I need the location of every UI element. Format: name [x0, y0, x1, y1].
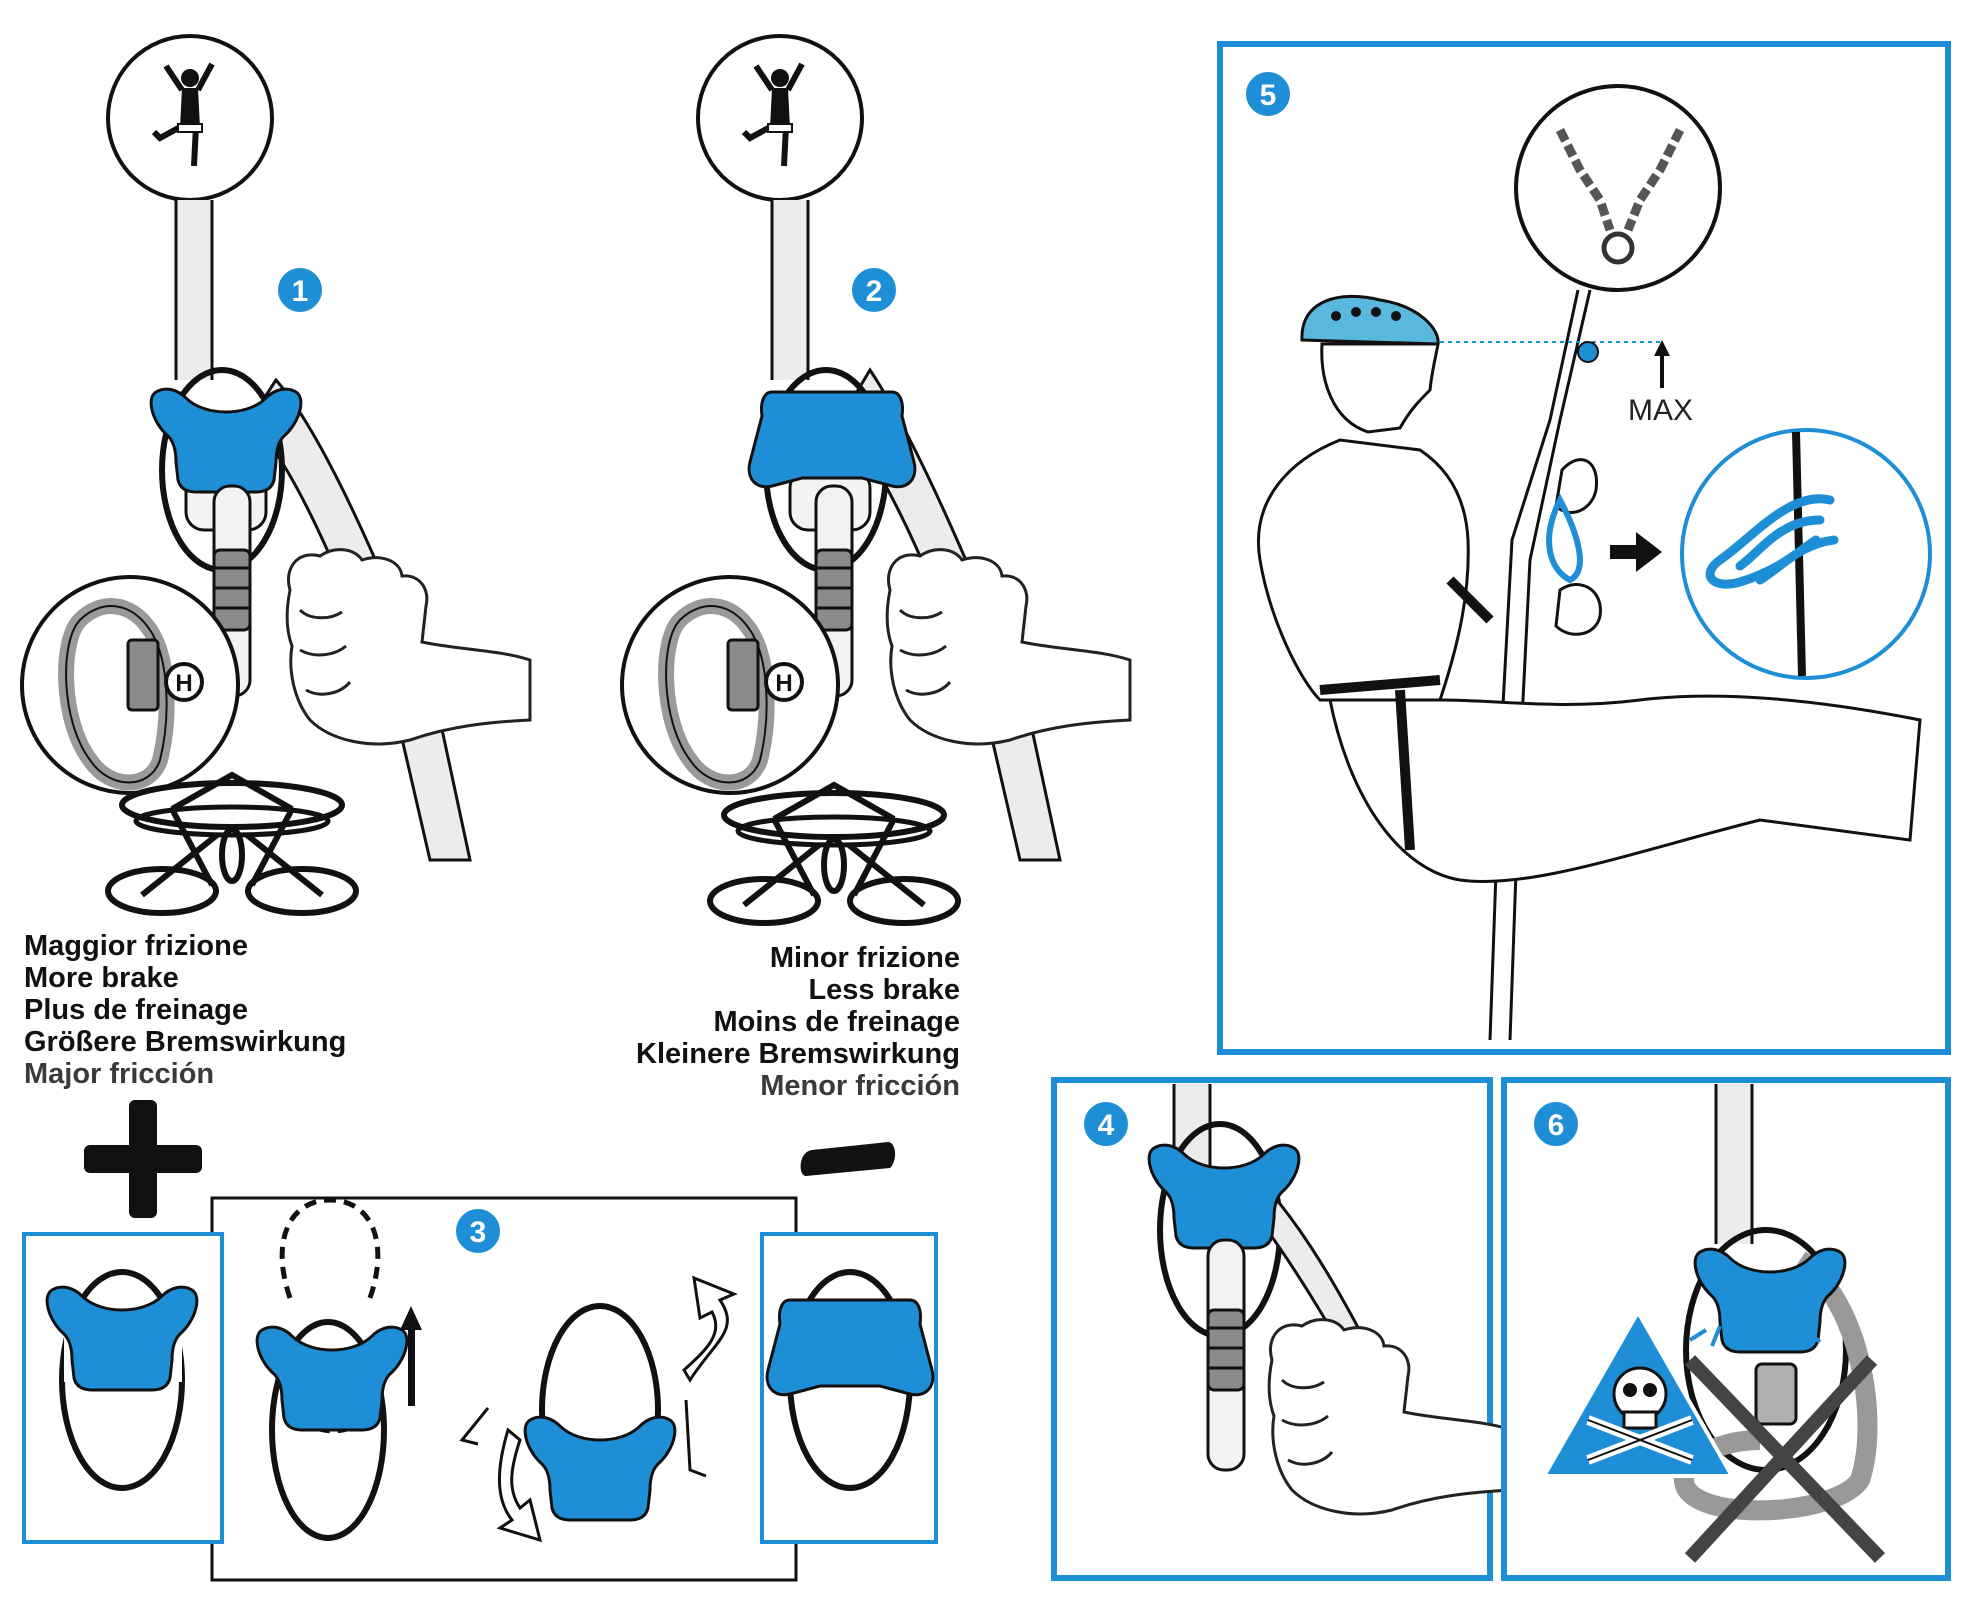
- step-3-less-brake-handle: [765, 1298, 935, 1397]
- step-6-panel: 6: [1501, 1077, 1951, 1581]
- step-4-carabiner-lock: [1206, 1308, 1246, 1392]
- step-6-number: 6: [1548, 1109, 1565, 1142]
- anchor-chain-inset: [1514, 84, 1722, 292]
- step-4-badge: [1080, 1098, 1132, 1150]
- step-1-number: 1: [292, 275, 309, 308]
- step-6-badge: [1530, 1098, 1582, 1150]
- harness-straps: [1319, 576, 1494, 851]
- max-label: MAX: [1628, 394, 1693, 427]
- caption-line: Menor fricción: [760, 1070, 960, 1102]
- step-3-rotate-handle: [523, 1415, 677, 1522]
- arrow-up-icon: [400, 1306, 422, 1406]
- step-2-badge: [848, 264, 900, 316]
- caption-line: Minor frizione: [769, 942, 960, 974]
- caption-line: Kleinere Bremswirkung: [636, 1038, 960, 1070]
- caption-line: Moins de freinage: [713, 1006, 960, 1038]
- step-1-brake-handle: [149, 387, 303, 494]
- step-4-number: 4: [1098, 1109, 1115, 1142]
- knot-inset: [1680, 428, 1932, 680]
- blue-knot-rope: [1546, 493, 1583, 584]
- step-2-carabiner-lock: [814, 548, 854, 632]
- step-4-panel: 4: [1051, 1077, 1514, 1581]
- brake-device-small: [1577, 341, 1599, 363]
- anchor-ring: [1601, 231, 1635, 265]
- rotate-right-arrow-icon: [682, 1275, 738, 1478]
- plus-sign-icon: [84, 1100, 202, 1218]
- anchor-chain-left: [1555, 127, 1615, 232]
- step-3-badge: [452, 1205, 504, 1257]
- step-2-caption: Minor frizione Less brake Moins de frein…: [560, 942, 960, 1102]
- rotate-left-arrow-icon: [459, 1407, 543, 1543]
- step-1-h-label: H: [175, 670, 192, 697]
- skull-warning-icon: [1540, 1307, 1736, 1478]
- torso: [1257, 438, 1470, 702]
- anchor-chain-right: [1623, 127, 1685, 232]
- caption-line: Major fricción: [24, 1058, 215, 1090]
- step-1-carabiner-lock: [212, 548, 252, 632]
- caption-line: More brake: [24, 962, 179, 994]
- step-1-harness-icon: [108, 775, 356, 913]
- step-1-hand: [285, 548, 532, 746]
- caption-line: Plus de freinage: [24, 994, 249, 1026]
- hand-lower: [1554, 583, 1602, 636]
- head: [1320, 342, 1440, 434]
- step-2-h-label: H: [775, 670, 792, 697]
- arrow-up-max-icon: [1654, 340, 1670, 388]
- step-1-illustration: H 1: [20, 34, 532, 913]
- step-5-badge: [1242, 68, 1294, 120]
- step-5-number: 5: [1260, 79, 1277, 112]
- step-2-h-badge: [764, 662, 804, 702]
- step-5-panel: 5 MAX: [1217, 41, 1951, 1055]
- step-3-number: 3: [470, 1216, 487, 1249]
- legs: [1328, 694, 1922, 884]
- step-1-badge: [274, 264, 326, 316]
- step-2-harness-icon: [710, 785, 958, 923]
- step-2-number: 2: [866, 275, 883, 308]
- caption-line: Less brake: [808, 974, 960, 1006]
- minus-sign-icon: [800, 1142, 896, 1176]
- arrow-right-icon: [1610, 532, 1662, 572]
- step-1-h-badge: [164, 662, 204, 702]
- step-2-illustration: H 2: [620, 34, 1132, 923]
- step-1-caption: Maggior frizione More brake Plus de frei…: [24, 930, 346, 1090]
- helmet: [1300, 294, 1440, 346]
- blue-knot-icon: [1705, 494, 1839, 589]
- rappeller-figure: [1257, 294, 1922, 884]
- caption-line: Größere Bremswirkung: [24, 1026, 347, 1058]
- step-2-brake-handle: [747, 390, 917, 489]
- caption-line: Maggior frizione: [24, 930, 248, 962]
- step-3-panel: 3: [22, 1100, 938, 1582]
- cross-out-icon: [1684, 1355, 1886, 1563]
- step-2-hand: [885, 548, 1132, 746]
